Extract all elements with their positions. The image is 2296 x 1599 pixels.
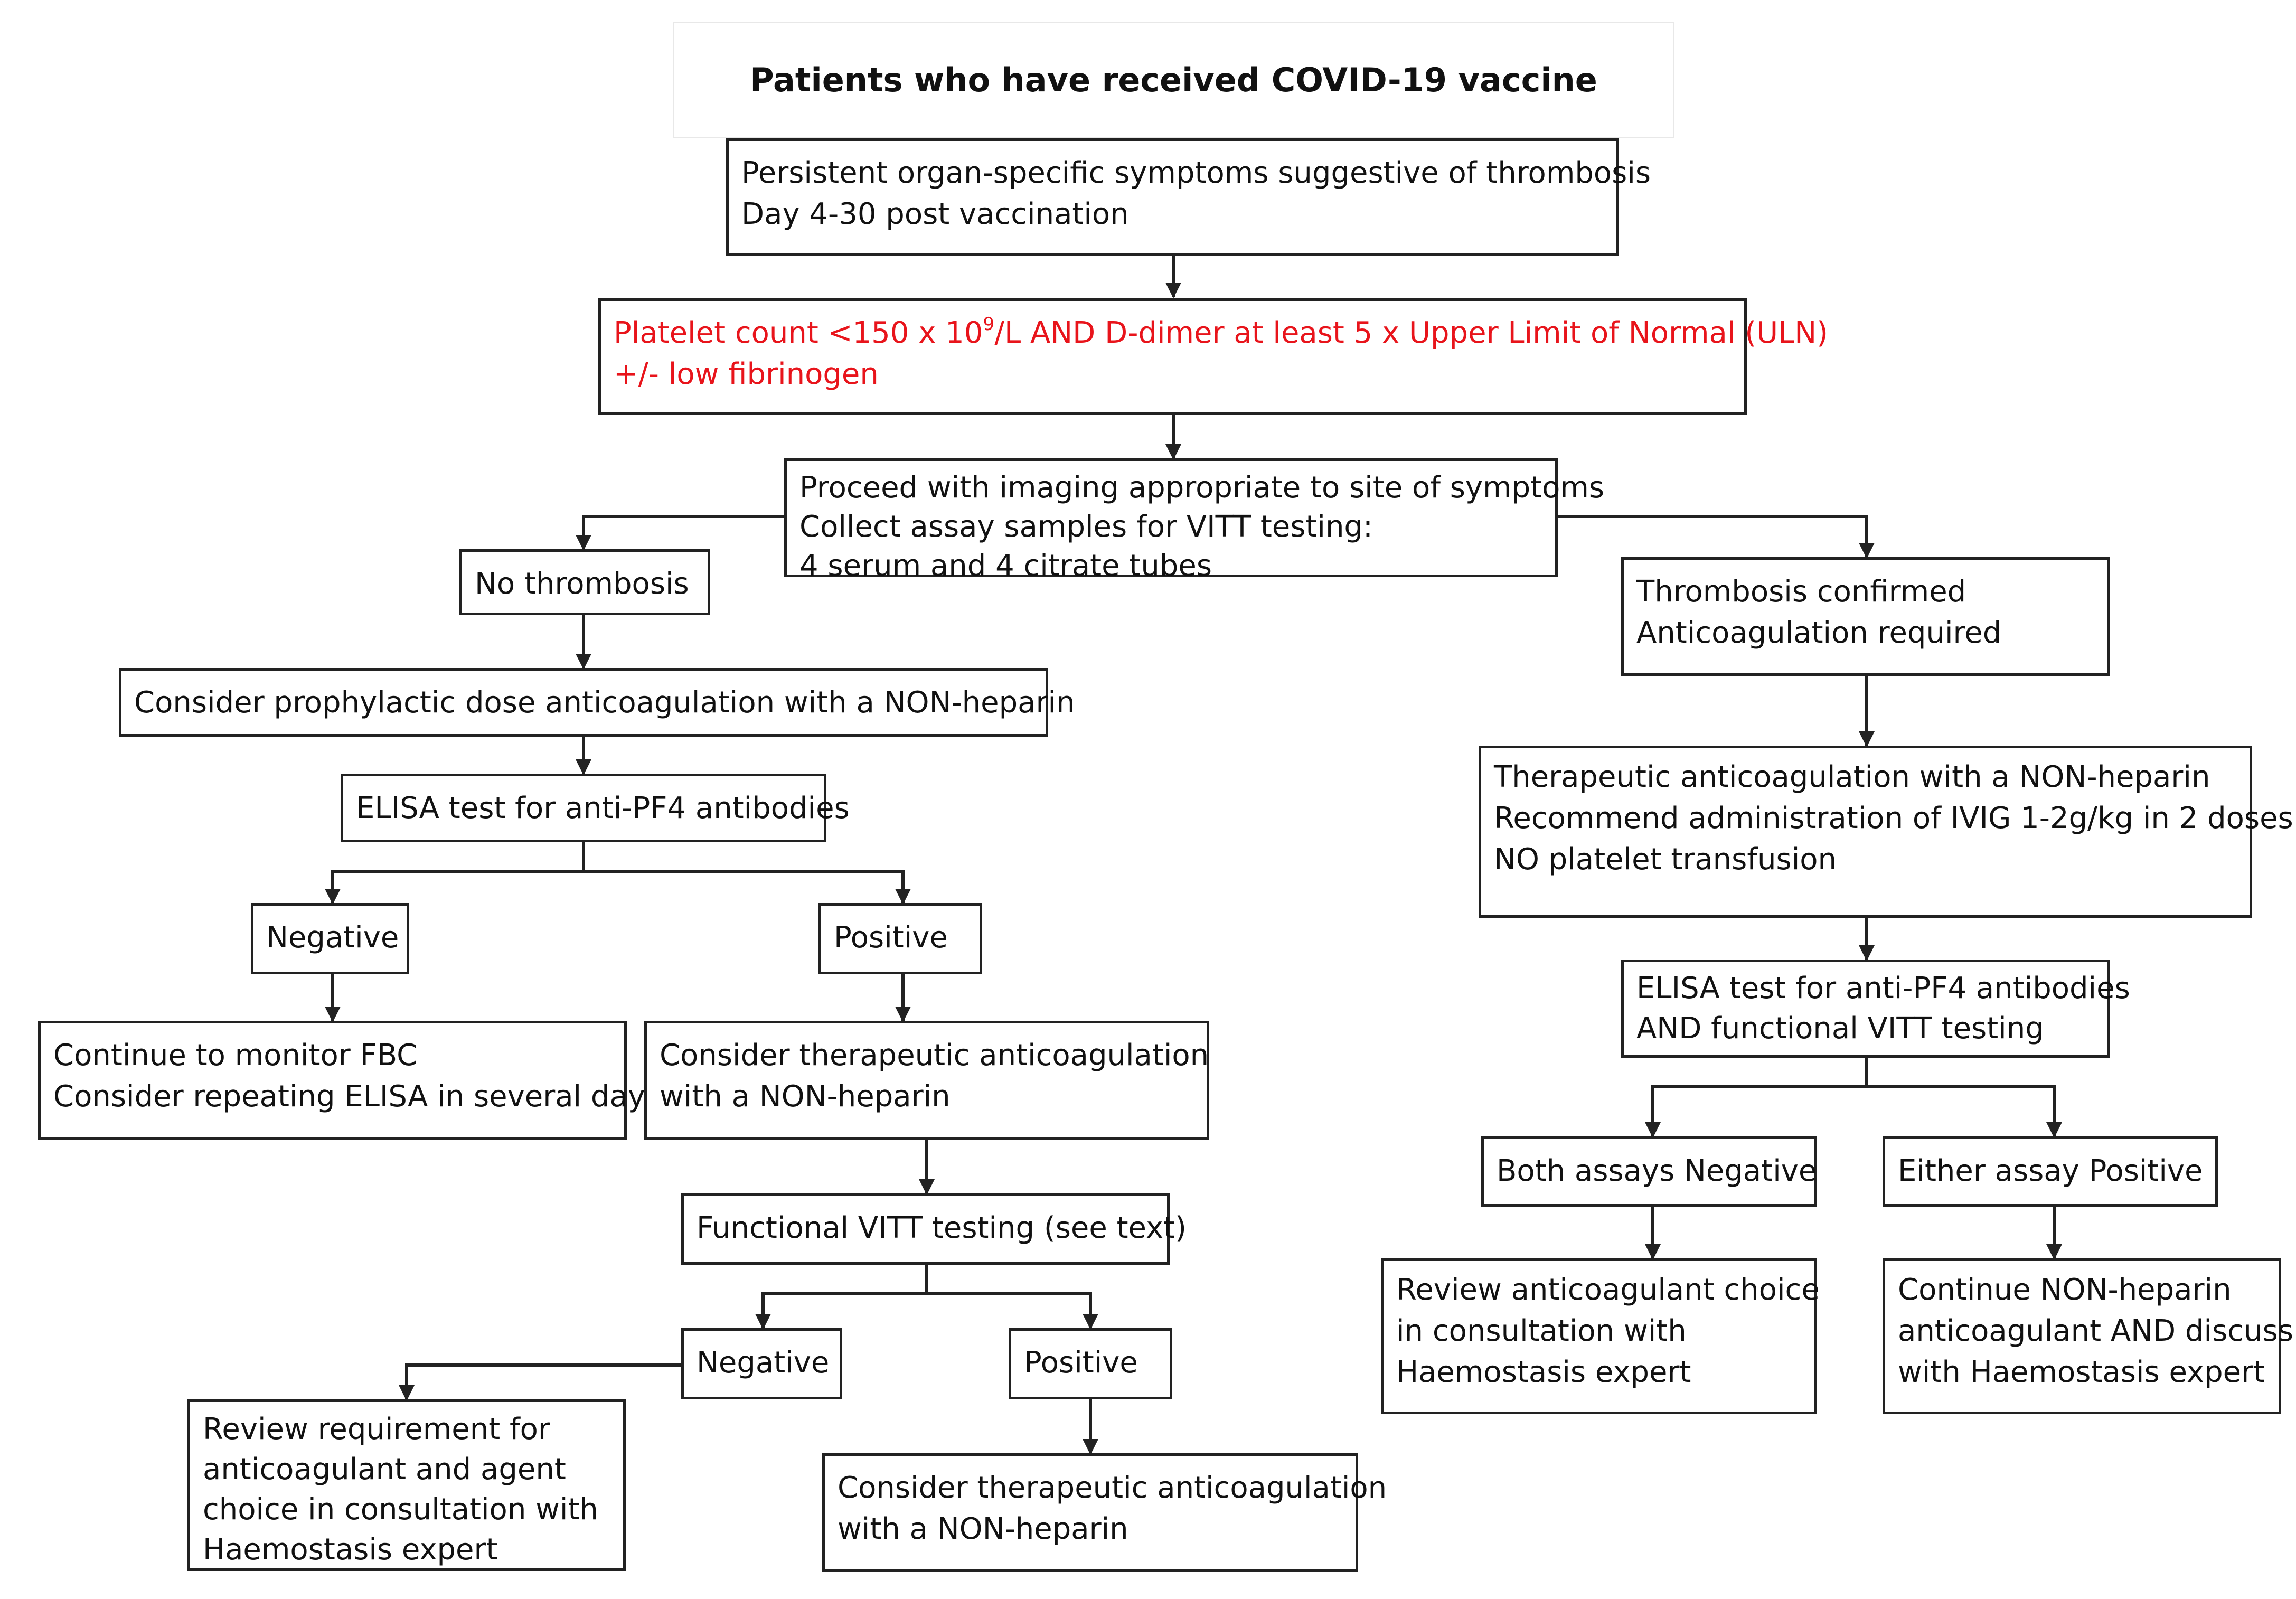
node-positive-2: Positive <box>1009 1328 1172 1399</box>
node-monitor-fbc: Continue to monitor FBC Consider repeati… <box>38 1021 661 1140</box>
node-negative-2: Negative <box>681 1328 842 1399</box>
node-line: in consultation with <box>1396 1314 1687 1348</box>
node-line: Negative <box>266 920 399 955</box>
node-therapeutic-right: Therapeutic anticoagulation with a NON-h… <box>1479 746 2293 918</box>
node-line: Therapeutic anticoagulation with a NON-h… <box>1494 760 2210 794</box>
node-line: Functional VITT testing (see text) <box>697 1211 1187 1245</box>
arrow-negative-to-review <box>399 1363 681 1401</box>
page-title: Patients who have received COVID-19 vacc… <box>750 61 1597 99</box>
node-line: 4 serum and 4 citrate tubes <box>799 549 1212 583</box>
node-line: Haemostasis expert <box>1396 1355 1691 1389</box>
node-line: Collect assay samples for VITT testing: <box>799 510 1373 544</box>
node-line: No thrombosis <box>475 567 689 601</box>
node-line: Positive <box>1024 1346 1138 1380</box>
node-review-requirement: Review requirement for anticoagulant and… <box>187 1399 626 1571</box>
node-review-choice: Review anticoagulant choice in consultat… <box>1381 1258 1820 1414</box>
node-line: Both assays Negative <box>1497 1154 1817 1188</box>
node-line: Either assay Positive <box>1898 1154 2203 1188</box>
node-prophylactic: Consider prophylactic dose anticoagulati… <box>119 668 1075 737</box>
node-either-positive: Either assay Positive <box>1883 1136 2218 1207</box>
node-line: +/- low fibrinogen <box>614 357 879 391</box>
node-line: ELISA test for anti-PF4 antibodies <box>1636 971 2130 1005</box>
node-line: Continue to monitor FBC <box>53 1038 418 1073</box>
node-line: Proceed with imaging appropriate to site… <box>799 471 1605 505</box>
node-line: with Haemostasis expert <box>1898 1355 2265 1389</box>
platelet-exponent: 9 <box>983 314 995 335</box>
node-line: Positive <box>834 920 948 955</box>
arrow-functional-to-positive <box>927 1292 1098 1330</box>
node-line: anticoagulant and agent <box>203 1452 566 1487</box>
node-imaging: Proceed with imaging appropriate to site… <box>784 458 1605 583</box>
node-line: Negative <box>697 1346 830 1380</box>
node-negative-1: Negative <box>251 903 409 974</box>
arrow-elisa-right-to-either-positive <box>1867 1085 2062 1138</box>
node-line: Anticoagulation required <box>1636 616 2002 650</box>
arrow-imaging-to-thrombosis-confirmed <box>1558 515 1875 559</box>
node-line: Haemostasis expert <box>203 1532 498 1567</box>
arrow-functional-to-negative <box>755 1265 928 1330</box>
node-line: Review anticoagulant choice <box>1396 1273 1820 1307</box>
arrow-elisa-to-positive <box>584 870 911 905</box>
node-line: Recommend administration of IVIG 1-2g/kg… <box>1494 801 2293 835</box>
node-line: NO platelet transfusion <box>1494 842 1837 877</box>
arrow-elisa-to-negative <box>325 842 585 905</box>
node-line: AND functional VITT testing <box>1636 1011 2044 1046</box>
node-line: Continue NON-heparin <box>1898 1273 2232 1307</box>
platelet-text-a: Platelet count <150 x 10 <box>614 316 983 350</box>
node-line: Day 4-30 post vaccination <box>741 197 1129 231</box>
node-line: with a NON-heparin <box>838 1512 1128 1546</box>
node-symptoms: Persistent organ-specific symptoms sugge… <box>726 138 1651 256</box>
node-line: anticoagulant AND discuss <box>1898 1314 2293 1348</box>
node-line: Consider therapeutic anticoagulation <box>660 1038 1209 1073</box>
node-elisa-right: ELISA test for anti-PF4 antibodies AND f… <box>1621 960 2130 1058</box>
platelet-text-b: /L AND D-dimer at least 5 x Upper Limit … <box>994 316 1828 350</box>
node-therapeutic-2: Consider therapeutic anticoagulation wit… <box>822 1453 1387 1572</box>
node-line: Consider prophylactic dose anticoagulati… <box>134 685 1075 720</box>
node-line: Consider repeating ELISA in several days <box>53 1079 661 1114</box>
arrow-elisa-right-to-both-negative <box>1645 1058 1868 1138</box>
node-therapeutic-1: Consider therapeutic anticoagulation wit… <box>644 1021 1209 1140</box>
node-line: Review requirement for <box>203 1412 550 1446</box>
node-platelet-criteria: Platelet count <150 x 109/L AND D-dimer … <box>598 298 1828 415</box>
node-line: ELISA test for anti-PF4 antibodies <box>356 791 850 825</box>
node-elisa-left: ELISA test for anti-PF4 antibodies <box>341 774 850 842</box>
node-functional-vitt: Functional VITT testing (see text) <box>681 1193 1187 1265</box>
arrow-imaging-to-no-thrombosis <box>576 515 784 551</box>
node-line: Consider therapeutic anticoagulation <box>838 1471 1387 1505</box>
node-continue-nonheparin: Continue NON-heparin anticoagulant AND d… <box>1883 1258 2293 1414</box>
node-line: Thrombosis confirmed <box>1636 575 1966 609</box>
node-line: choice in consultation with <box>203 1492 598 1527</box>
node-line: Persistent organ-specific symptoms sugge… <box>741 156 1651 190</box>
node-thrombosis-confirmed: Thrombosis confirmed Anticoagulation req… <box>1621 557 2110 676</box>
node-line: with a NON-heparin <box>660 1079 951 1114</box>
node-line: Platelet count <150 x 109/L AND D-dimer … <box>614 313 1828 354</box>
node-no-thrombosis: No thrombosis <box>459 549 710 615</box>
node-both-negative: Both assays Negative <box>1481 1136 1817 1207</box>
node-positive-1: Positive <box>818 903 982 974</box>
title-box: Patients who have received COVID-19 vacc… <box>673 22 1674 138</box>
